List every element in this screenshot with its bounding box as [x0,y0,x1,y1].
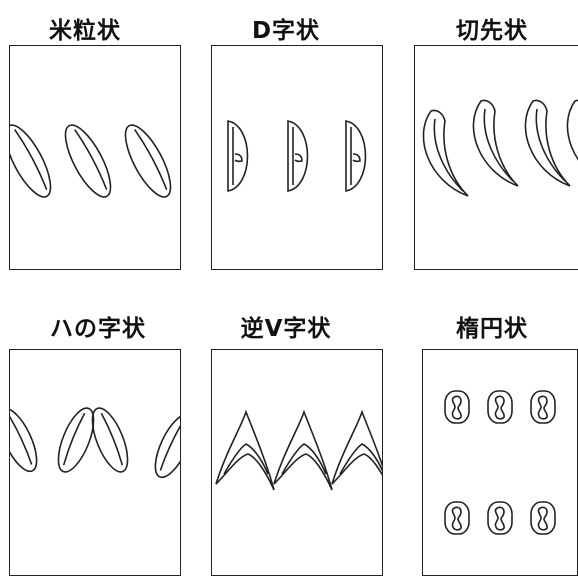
d-shape-mark [287,120,309,192]
ellipse-marks [444,390,556,535]
rice-grain-marks [10,124,172,198]
cut-tip-mark [422,109,469,197]
ellipse-mark [444,390,470,424]
ellipse-mark [487,501,513,535]
ellipse-mark [487,390,513,424]
panel-ha-shape [9,349,181,576]
ellipse-mark [444,501,470,535]
inverted-v-mark [331,409,382,485]
panel-d-shape [211,45,383,270]
d-shape-mark [345,120,367,192]
ellipse-mark [530,390,556,424]
d-shape-mark [227,120,249,192]
label-cut-tip: 切先状 [456,18,528,44]
ha-shape-mark-right [57,407,95,473]
label-ha-shape: ハの字状 [50,316,146,342]
rice-grain-mark [10,124,52,198]
ha-shape-mark-right [154,413,180,479]
inverted-v-mark [273,409,333,491]
panel-inverted-v [211,349,383,576]
ha-shape-mark-left [10,407,38,473]
rice-grain-mark [64,124,112,198]
ha-shape-marks [10,407,180,479]
cut-tip-mark [524,99,571,187]
cut-tip-mark [566,99,578,161]
label-d-shape: D字状 [251,18,321,44]
d-shape-marks [227,120,367,192]
label-ellipse: 楕円状 [456,316,528,342]
label-inverted-v: 逆V字状 [240,316,332,342]
inverted-v-mark [215,409,275,491]
panel-ellipse [422,349,578,576]
inverted-v-marks [215,409,382,491]
rice-grain-mark [124,124,172,198]
panel-rice-grain [9,45,181,270]
cut-tip-marks [422,99,578,197]
cut-tip-mark [472,99,519,187]
panel-cut-tip [414,45,578,270]
ellipse-mark [530,501,556,535]
label-rice-grain: 米粒状 [49,18,121,44]
ha-shape-mark-left [91,407,129,473]
